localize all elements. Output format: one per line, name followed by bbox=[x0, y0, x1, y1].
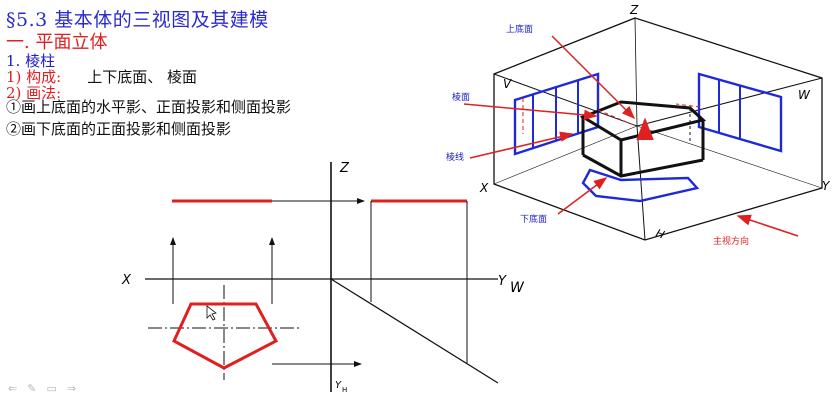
axo-z-label: Z bbox=[629, 3, 639, 17]
yw-label: Y bbox=[498, 274, 507, 289]
leader-bottom-face bbox=[557, 177, 608, 215]
prism-bottom-edge bbox=[582, 153, 704, 178]
composition-value: 上下底面、 棱面 bbox=[87, 68, 197, 86]
h-sub-label: H bbox=[342, 386, 347, 394]
slide-title: §5.3 基本体的三视图及其建模 bbox=[6, 9, 269, 31]
frame-inner-w bbox=[636, 77, 823, 127]
frame-inner-v bbox=[493, 73, 638, 127]
composition-label: 1) 构成: bbox=[6, 68, 62, 86]
item-prism: 1. 棱柱 bbox=[6, 52, 56, 70]
item-composition: 1) 构成: 上下底面、 棱面 bbox=[6, 66, 197, 87]
view-direction-arrow bbox=[736, 214, 799, 237]
label-view-direction: 主视方向 bbox=[713, 235, 749, 247]
w-plane-projection bbox=[697, 72, 783, 153]
axo-connector-1 bbox=[597, 109, 637, 127]
frame-top-mid bbox=[634, 17, 638, 127]
axo-h-label: H bbox=[654, 227, 666, 242]
axo-v-label: V bbox=[503, 77, 512, 91]
yh-label: Y bbox=[335, 380, 342, 391]
prev-slide-icon[interactable]: ⇐ bbox=[8, 382, 18, 395]
projection-45-line bbox=[330, 278, 499, 384]
h-plane-projection bbox=[581, 168, 700, 203]
label-edge: 棱线 bbox=[446, 151, 464, 163]
axo-y-label: Y bbox=[822, 179, 831, 193]
leader-side-face bbox=[463, 103, 598, 121]
w-sub-label: W bbox=[510, 280, 525, 296]
prism-top-face bbox=[579, 100, 707, 142]
slide-nav-toolbar: ⇐ ✎ ▭ ⇒ bbox=[8, 382, 76, 395]
label-bottom-face: 下底面 bbox=[520, 213, 547, 225]
step-two: ②画下底面的正面投影和侧面投影 bbox=[6, 120, 232, 138]
frame-inner-down bbox=[636, 125, 646, 241]
x-label: X bbox=[121, 273, 132, 288]
next-slide-icon[interactable]: ⇒ bbox=[66, 382, 77, 395]
frame-hexagon bbox=[493, 17, 823, 241]
slide-menu-icon[interactable]: ▭ bbox=[46, 382, 57, 395]
axo-w-label: W bbox=[798, 88, 811, 102]
frame-grid-2 bbox=[636, 125, 823, 189]
label-side-face: 棱面 bbox=[452, 91, 470, 103]
axo-x-label: X bbox=[479, 181, 489, 195]
section-heading: 一. 平面立体 bbox=[6, 32, 108, 53]
label-top-face: 上底面 bbox=[506, 23, 533, 35]
leader-edge bbox=[469, 131, 574, 159]
item-method: 2) 画法: bbox=[6, 84, 62, 102]
step-one: ①画上底面的水平影、正面投影和侧面投影 bbox=[6, 98, 292, 116]
leader-top-face bbox=[551, 35, 636, 120]
mouse-cursor-icon bbox=[206, 305, 217, 321]
pen-tool-icon[interactable]: ✎ bbox=[27, 382, 37, 395]
top-view-pentagon bbox=[172, 302, 279, 370]
z-label: Z bbox=[339, 161, 350, 176]
